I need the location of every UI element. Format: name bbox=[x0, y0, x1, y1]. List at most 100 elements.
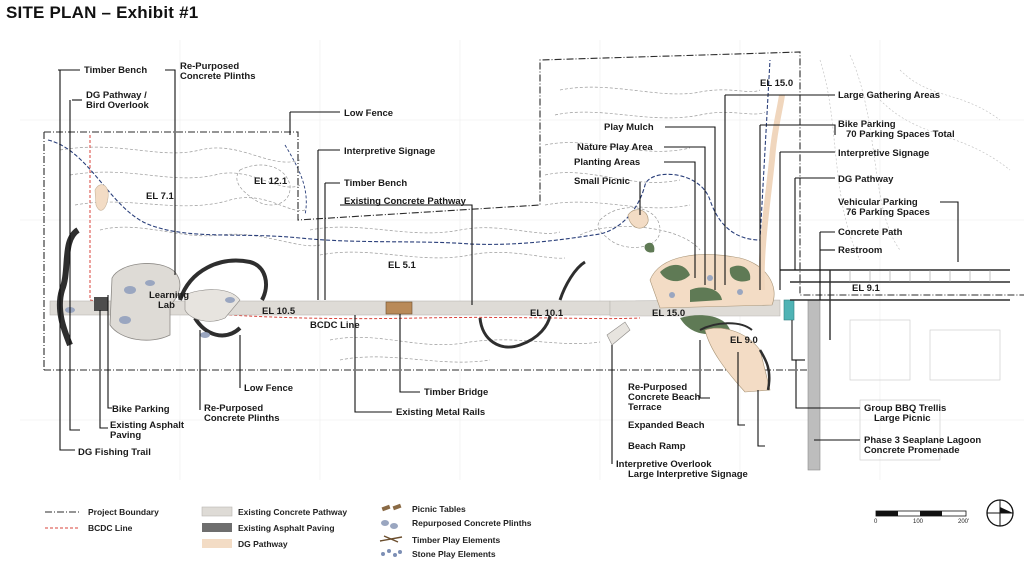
callout-timber-bridge: Timber Bridge bbox=[424, 387, 488, 398]
elevation-15-0-path: EL 15.0 bbox=[652, 308, 685, 319]
callout-bbq-1: Group BBQ Trellis bbox=[864, 403, 946, 414]
planting-area-1 bbox=[660, 264, 690, 282]
callout-bike-parking-r1: Bike Parking bbox=[838, 119, 896, 130]
east-buildings bbox=[849, 319, 1001, 461]
outer-contour-line bbox=[47, 59, 771, 245]
legend-label-timber-play: Timber Play Elements bbox=[412, 535, 500, 545]
page-title: SITE PLAN – Exhibit #1 bbox=[6, 3, 199, 22]
callout-asphalt-1: Existing Asphalt bbox=[110, 420, 185, 431]
play-mulch-elements bbox=[669, 275, 743, 298]
legend-label-stone-play: Stone Play Elements bbox=[412, 549, 496, 559]
legend: Project Boundary BCDC Line Existing Conc… bbox=[45, 503, 532, 559]
existing-asphalt-paving-patch bbox=[94, 297, 108, 311]
callout-beach-terrace-3: Terrace bbox=[628, 402, 662, 413]
beach-ramp bbox=[758, 349, 771, 391]
legend-swatch-plinths bbox=[381, 520, 398, 529]
legend-swatch-stone-play bbox=[381, 549, 402, 557]
callout-bike-parking-r2: 70 Parking Spaces Total bbox=[846, 129, 955, 140]
legend-label-concrete: Existing Concrete Pathway bbox=[238, 507, 347, 517]
legend-label-bcdc: BCDC Line bbox=[88, 523, 133, 533]
beach-terrace-edge bbox=[699, 322, 753, 331]
seaplane-promenade-concrete bbox=[807, 299, 821, 471]
callout-plinths-top-1: Re-Purposed bbox=[180, 61, 239, 72]
callout-vehicular-2: 76 Parking Spaces bbox=[846, 207, 930, 218]
callout-metal-rails: Existing Metal Rails bbox=[396, 407, 485, 418]
callout-seaplane-1: Phase 3 Seaplane Lagoon bbox=[864, 435, 981, 446]
small-picnic-area bbox=[627, 209, 649, 229]
label-learning-lab-1: Learning bbox=[149, 290, 189, 301]
callout-bbq-2: Large Picnic bbox=[874, 413, 931, 424]
callout-dg-pathway-bird-1: DG Pathway / bbox=[86, 90, 147, 101]
repurposed-plinths-group bbox=[65, 280, 235, 338]
legend-label-boundary: Project Boundary bbox=[88, 507, 159, 517]
callout-dg-pathway-r: DG Pathway bbox=[838, 174, 894, 185]
callout-low-fence-bot: Low Fence bbox=[244, 383, 293, 394]
elevation-9-1: EL 9.1 bbox=[852, 283, 881, 294]
callout-plinths-top-2: Concrete Plinths bbox=[180, 71, 256, 82]
callout-nature-play: Nature Play Area bbox=[577, 142, 653, 153]
callout-bike-parking-l: Bike Parking bbox=[112, 404, 170, 415]
callout-existing-concrete-pathway: Existing Concrete Pathway bbox=[344, 196, 467, 207]
elevation-7-1: EL 7.1 bbox=[146, 191, 175, 202]
dark-shoreline-east bbox=[558, 260, 586, 301]
elevation-15-0-top: EL 15.0 bbox=[760, 78, 793, 89]
bbq-trellis bbox=[791, 320, 805, 361]
callout-low-fence-top: Low Fence bbox=[344, 108, 393, 119]
planting-area-5 bbox=[644, 242, 655, 253]
elevation-10-1: EL 10.1 bbox=[530, 308, 564, 319]
plinth-terrace bbox=[184, 289, 241, 322]
legend-swatch-dg bbox=[202, 539, 232, 548]
existing-asphalt-paving-shore bbox=[56, 227, 80, 347]
callout-concrete-path: Concrete Path bbox=[838, 227, 903, 238]
callout-seaplane-2: Concrete Promenade bbox=[864, 445, 960, 456]
legend-label-dg: DG Pathway bbox=[238, 539, 288, 549]
callout-overlook-2: Large Interpretive Signage bbox=[628, 469, 748, 480]
callout-labels: Timber Bench DG Pathway / Bird Overlook … bbox=[78, 61, 981, 480]
parking-stalls bbox=[849, 270, 991, 282]
callout-play-mulch: Play Mulch bbox=[604, 122, 654, 133]
legend-swatch-timber-play bbox=[379, 535, 403, 543]
elevation-12-1: EL 12.1 bbox=[254, 176, 288, 187]
project-boundary-line bbox=[44, 51, 1024, 296]
callout-expanded-beach: Expanded Beach bbox=[628, 420, 705, 431]
callout-timber-bench-1: Timber Bench bbox=[84, 65, 147, 76]
legend-swatch-asphalt bbox=[202, 523, 232, 532]
elevation-5-1: EL 5.1 bbox=[388, 260, 417, 271]
dg-pathway-north bbox=[758, 94, 785, 291]
legend-label-plinths: Repurposed Concrete Plinths bbox=[412, 518, 532, 528]
scale-zero: 0 bbox=[874, 519, 878, 525]
callout-planting-areas: Planting Areas bbox=[574, 157, 640, 168]
legend-label-picnic: Picnic Tables bbox=[412, 504, 466, 514]
callout-plinths-bot-1: Re-Purposed bbox=[204, 403, 263, 414]
inner-contour-line bbox=[284, 144, 307, 216]
scale-end: 200' bbox=[958, 519, 969, 525]
callout-dg-pathway-bird-2: Bird Overlook bbox=[86, 100, 150, 111]
callout-beach-ramp: Beach Ramp bbox=[628, 441, 686, 452]
dark-shoreline-mid bbox=[478, 315, 552, 349]
callout-leaders bbox=[58, 69, 959, 464]
callout-large-gathering: Large Gathering Areas bbox=[838, 90, 940, 101]
dg-pathway-bird-overlook bbox=[94, 184, 109, 211]
interpretive-overlook bbox=[606, 321, 631, 346]
dark-shoreline-north bbox=[178, 258, 268, 301]
vehicular-parking-lot bbox=[780, 269, 1010, 340]
callout-beach-terrace-1: Re-Purposed bbox=[628, 382, 687, 393]
callout-interpretive-signage-mid: Interpretive Signage bbox=[344, 146, 435, 157]
timber-bridge bbox=[385, 301, 413, 315]
legend-label-asphalt: Existing Asphalt Paving bbox=[238, 523, 335, 533]
scale-bar: 0 100 200' bbox=[874, 510, 969, 525]
callout-beach-terrace-2: Concrete Beach bbox=[628, 392, 701, 403]
callout-plinths-bot-2: Concrete Plinths bbox=[204, 413, 280, 424]
scale-mid: 100 bbox=[913, 519, 924, 525]
callout-vehicular-1: Vehicular Parking bbox=[838, 197, 918, 208]
north-arrow-icon bbox=[986, 499, 1014, 527]
callout-small-picnic: Small Picnic bbox=[574, 176, 630, 187]
legend-swatch-concrete bbox=[201, 506, 233, 517]
restroom-building bbox=[783, 299, 795, 321]
label-learning-lab-2: Lab bbox=[158, 300, 175, 311]
callout-dg-fishing: DG Fishing Trail bbox=[78, 447, 151, 458]
label-bcdc-line: BCDC Line bbox=[310, 320, 360, 331]
dark-shoreline-south bbox=[193, 316, 242, 338]
elevation-10-5: EL 10.5 bbox=[262, 306, 296, 317]
